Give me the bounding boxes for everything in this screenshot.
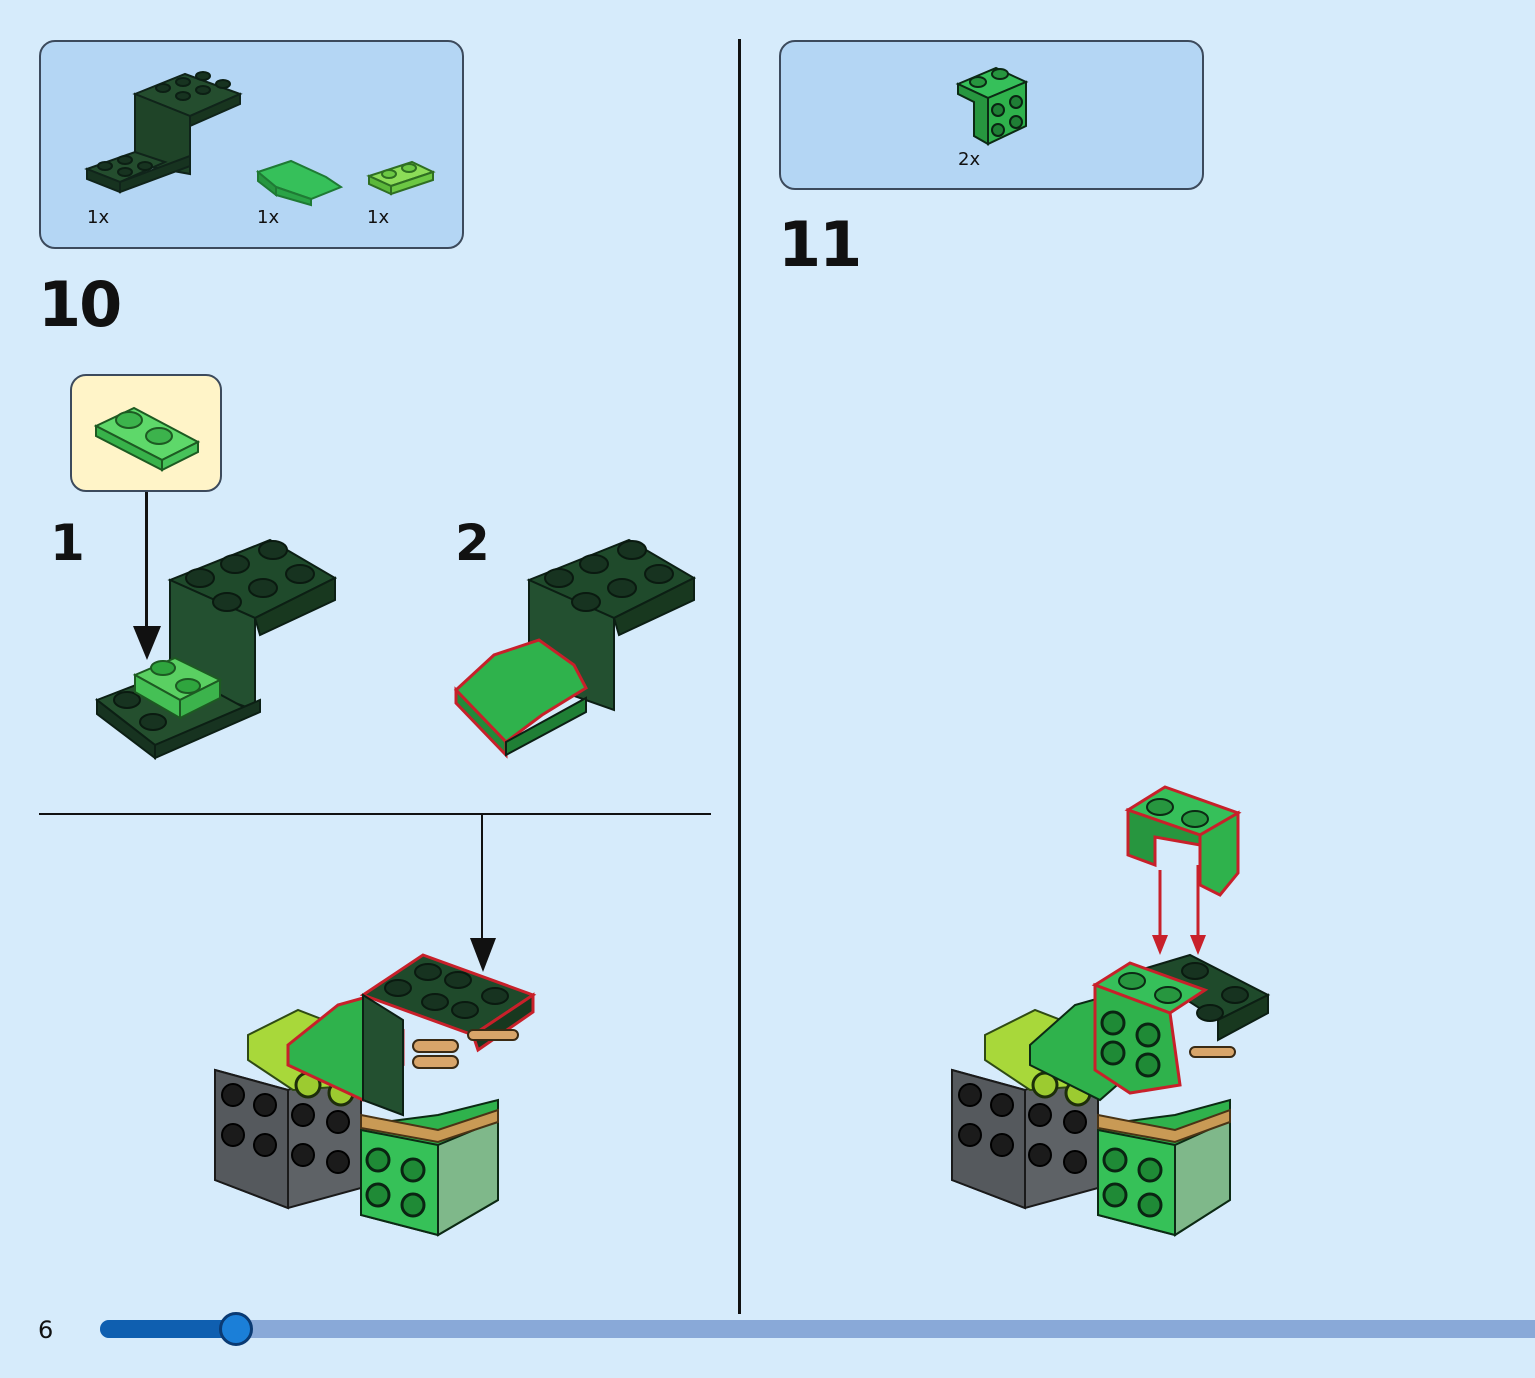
step-number: 11 (778, 208, 862, 281)
part-qty: 1x (257, 207, 280, 228)
substep-divider (39, 813, 711, 815)
substep-number: 1 (50, 514, 85, 572)
column-divider (738, 39, 741, 1314)
progress-track (100, 1320, 1535, 1338)
plate-1x2-lime-icon (366, 160, 436, 196)
arrow-down-icon (133, 626, 161, 660)
progress-knob[interactable] (219, 1312, 253, 1346)
bracket-1x2-green-icon (955, 66, 1029, 146)
vehicle-model-step10-illustration (214, 953, 537, 1237)
curved-slope-green-icon (255, 159, 344, 207)
callout-connector (145, 492, 148, 632)
arrow-down-icon (470, 938, 496, 972)
substep-callout (70, 374, 222, 492)
plate-1x2-lime-icon (93, 406, 201, 472)
substep-number: 2 (455, 514, 490, 572)
part-qty: 1x (87, 207, 110, 228)
step10-parts-box: 1x 1x 1x (39, 40, 464, 249)
bracket-assembly-illustration (94, 538, 338, 761)
step11-parts-box: 2x (779, 40, 1204, 190)
vehicle-model-step11-illustration (951, 785, 1271, 1237)
page-number: 6 (38, 1316, 54, 1344)
result-connector (481, 815, 483, 945)
bracket-slope-assembly-illustration (453, 538, 697, 759)
progress-fill (100, 1320, 236, 1338)
part-qty: 1x (367, 207, 390, 228)
bracket-plate-dark-green-icon (84, 71, 243, 194)
part-qty: 2x (958, 149, 981, 170)
step-number: 10 (38, 268, 122, 341)
